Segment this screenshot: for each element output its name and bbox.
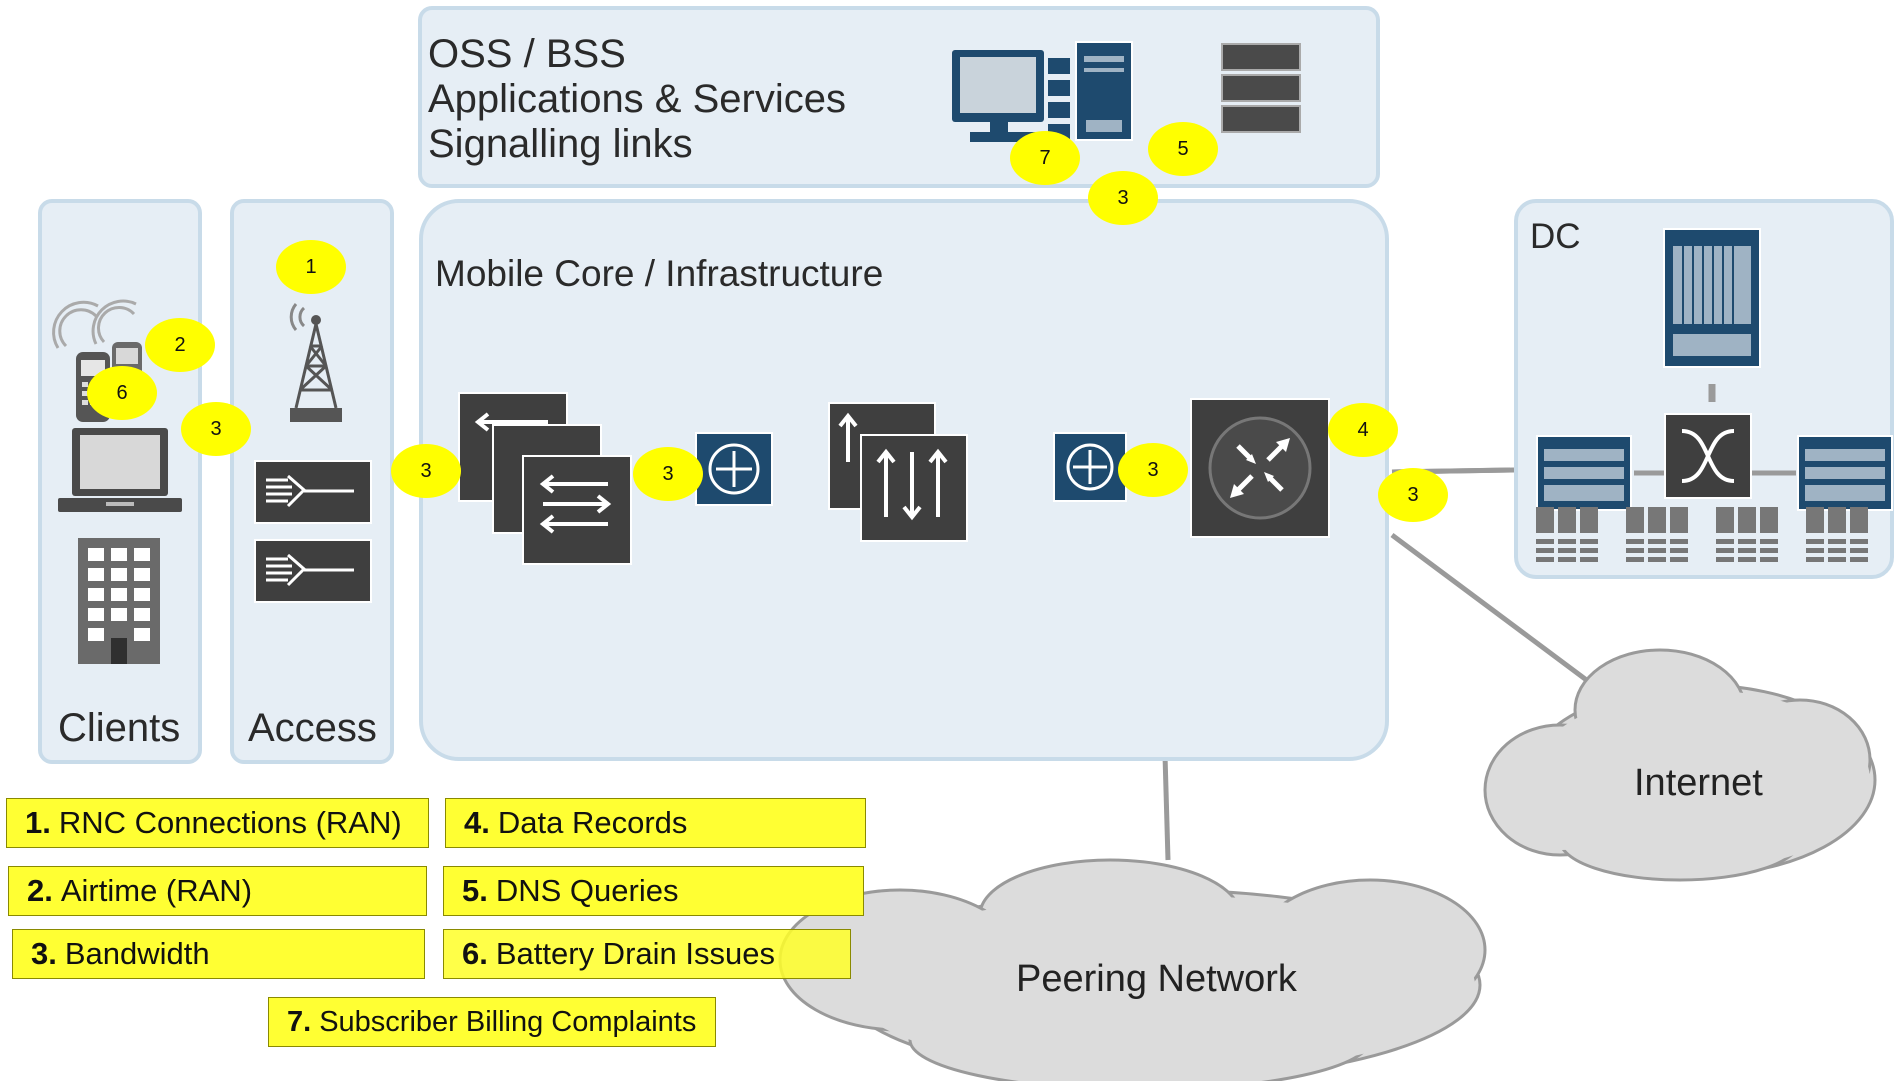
legend-num: 6. <box>462 936 488 971</box>
workstation-icon <box>952 41 1133 142</box>
dc-servers-row-icon <box>1536 507 1868 562</box>
badge-5: 5 <box>1148 122 1218 176</box>
access-label: Access <box>248 706 377 750</box>
core-router-icon <box>1190 398 1330 538</box>
legend-text: Airtime (RAN) <box>60 873 253 908</box>
server-stack-icon <box>1221 43 1301 133</box>
badge-3-clients: 3 <box>181 402 251 456</box>
legend-item-3: 3.Bandwidth <box>12 929 425 979</box>
legend-num: 1. <box>25 805 51 840</box>
oss-title-line2: Applications & Services <box>428 77 846 121</box>
badge-3-router: 3 <box>633 447 703 501</box>
cell-tower-icon <box>289 303 342 422</box>
badge-3-oss: 3 <box>1088 171 1158 225</box>
legend-text: Battery Drain Issues <box>495 936 775 971</box>
router-blue-icon-1 <box>695 432 773 506</box>
legend-item-1: 1.RNC Connections (RAN) <box>6 798 429 848</box>
badge-3-core: 3 <box>1118 443 1188 497</box>
legend-item-7: 7.Subscriber Billing Complaints <box>268 997 716 1047</box>
router-blue-icon-2 <box>1053 432 1127 502</box>
legend-text: Bandwidth <box>64 936 210 971</box>
legend-item-6: 6.Battery Drain Issues <box>443 929 851 979</box>
oss-title-line1: OSS / BSS <box>428 32 626 76</box>
dc-switch-right-icon <box>1797 435 1893 511</box>
legend-num: 5. <box>462 873 488 908</box>
clients-label: Clients <box>58 706 181 750</box>
office-building-icon <box>78 538 160 664</box>
badge-2: 2 <box>145 318 215 372</box>
oss-panel: OSS / BSS Applications & Services Signal… <box>418 6 1380 188</box>
badge-6: 6 <box>87 366 157 420</box>
dc-core-switch-icon <box>1664 413 1752 499</box>
legend-num: 3. <box>31 936 57 971</box>
badge-1: 1 <box>276 240 346 294</box>
legend-item-5: 5.DNS Queries <box>443 866 864 916</box>
legend-item-2: 2.Airtime (RAN) <box>8 866 427 916</box>
oss-title-line3: Signalling links <box>428 122 693 166</box>
access-node-icon-2 <box>254 539 372 603</box>
badge-4: 4 <box>1328 403 1398 457</box>
badge-3-dc: 3 <box>1378 468 1448 522</box>
firewall-stack-icon <box>828 402 968 542</box>
laptop-icon <box>58 428 182 512</box>
legend-text: DNS Queries <box>495 873 679 908</box>
legend-num: 7. <box>287 1005 312 1038</box>
legend-text: RNC Connections (RAN) <box>58 805 402 840</box>
core-title: Mobile Core / Infrastructure <box>435 253 884 294</box>
dc-title: DC <box>1530 217 1581 256</box>
peering-network-label: Peering Network <box>1016 958 1297 1000</box>
switch-stack-icon <box>458 392 632 565</box>
legend-text: Subscriber Billing Complaints <box>319 1005 697 1038</box>
access-node-icon-1 <box>254 460 372 524</box>
legend-text: Data Records <box>497 805 688 840</box>
legend-num: 2. <box>27 873 53 908</box>
internet-label: Internet <box>1634 762 1763 804</box>
badge-3-access: 3 <box>391 444 461 498</box>
legend-num: 4. <box>464 805 490 840</box>
badge-7: 7 <box>1010 131 1080 185</box>
dc-chassis-icon <box>1663 228 1761 368</box>
dc-switch-left-icon <box>1536 435 1632 511</box>
legend-item-4: 4.Data Records <box>445 798 866 848</box>
